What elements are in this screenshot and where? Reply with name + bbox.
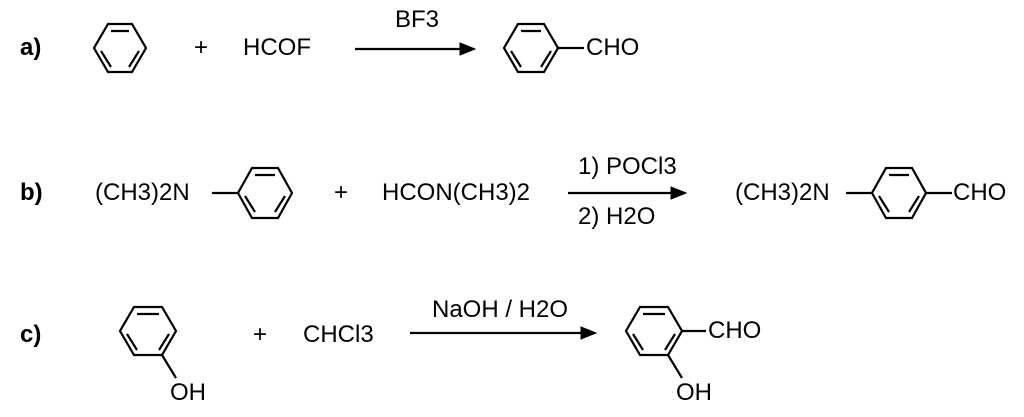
plus-sign-c: + xyxy=(253,321,268,348)
reaction-arrow-a xyxy=(355,42,477,56)
reagent-hcof: HCOF xyxy=(243,34,311,61)
plus-sign-b: + xyxy=(334,179,349,206)
reaction-arrow-b xyxy=(568,186,688,200)
benzene-ring-c-reactant xyxy=(118,305,178,379)
benzene-ring-a-product xyxy=(502,22,584,74)
reaction-label-c: c) xyxy=(20,321,42,348)
benzene-ring-b-product xyxy=(846,166,952,220)
product-a-cho: CHO xyxy=(586,34,640,61)
condition-b-bottom: 2) H2O xyxy=(578,203,656,230)
benzene-ring-c-product xyxy=(624,305,706,379)
product-c-cho: CHO xyxy=(708,317,762,344)
condition-c: NaOH / H2O xyxy=(432,296,569,323)
benzene-ring-b-reactant xyxy=(212,166,294,220)
reactant-c-oh: OH xyxy=(170,379,206,406)
product-c-oh: OH xyxy=(676,379,712,406)
reactant-b-substituent: (CH3)2N xyxy=(95,179,190,206)
reaction-arrow-c xyxy=(410,326,598,340)
reagent-dmf: HCON(CH3)2 xyxy=(382,179,531,206)
reagent-chcl3: CHCl3 xyxy=(303,321,374,348)
condition-a: BF3 xyxy=(395,6,440,33)
condition-b-top: 1) POCl3 xyxy=(578,153,677,180)
plus-sign-a: + xyxy=(194,34,209,61)
reaction-label-a: a) xyxy=(20,34,42,61)
benzene-ring-a-reactant xyxy=(92,22,148,74)
reaction-label-b: b) xyxy=(20,179,43,206)
product-b-cho: CHO xyxy=(953,179,1007,206)
product-b-substituent-left: (CH3)2N xyxy=(735,179,830,206)
